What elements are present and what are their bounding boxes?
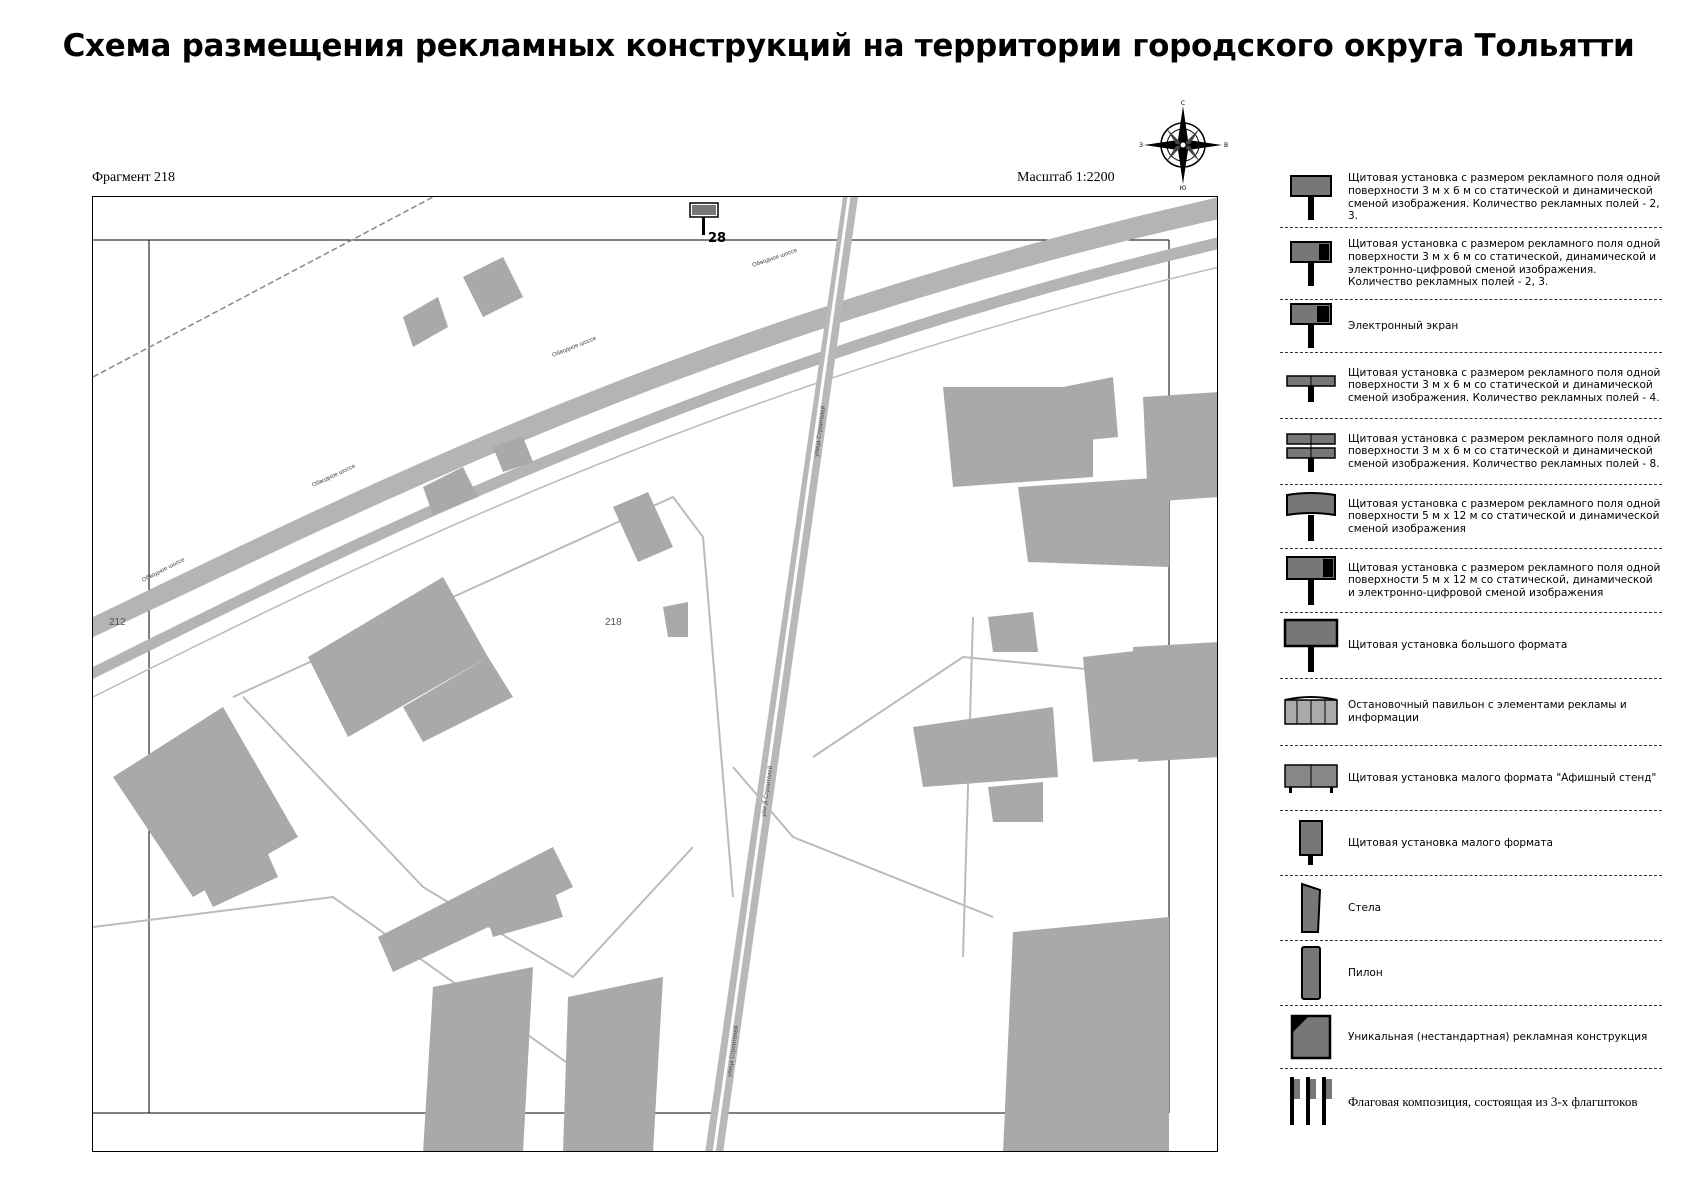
map-title: Схема размещения рекламных конструкций н… bbox=[62, 28, 1635, 64]
legend-item: Электронный экран bbox=[1280, 300, 1662, 353]
billboard-3x6-icon bbox=[1290, 174, 1332, 220]
bus-stop-pavilion-icon bbox=[1284, 696, 1338, 725]
street-label-obvodnoe-3: Обводное шоссе bbox=[311, 463, 357, 489]
flag-composition-icon bbox=[1290, 1077, 1332, 1125]
compass-east-label: В bbox=[1224, 142, 1228, 149]
legend-item: Уникальная (нестандартная) рекламная кон… bbox=[1280, 1006, 1662, 1069]
legend-text: Электронный экран bbox=[1348, 319, 1459, 332]
legend-text: Щитовая установка с размером рекламного … bbox=[1348, 366, 1661, 404]
large-format-icon bbox=[1283, 618, 1339, 672]
legend-item: Щитовая установка с размером рекламного … bbox=[1280, 168, 1662, 228]
legend-text: Щитовая установка с размером рекламного … bbox=[1348, 497, 1661, 535]
marker-number: 28 bbox=[708, 231, 726, 246]
legend-text: Остановочный павильон с элементами рекла… bbox=[1348, 699, 1627, 724]
building-group bbox=[113, 257, 1217, 1151]
legend: Щитовая установка с размером рекламного … bbox=[1280, 168, 1662, 1133]
legend-item: Щитовая установка с размером рекламного … bbox=[1280, 228, 1662, 300]
legend-text: Щитовая установка с размером рекламного … bbox=[1348, 172, 1661, 223]
legend-item: Флаговая композиция, состоящая из 3-х фл… bbox=[1280, 1069, 1662, 1133]
legend-text: Щитовая установка малого формата bbox=[1348, 836, 1553, 849]
billboard-5x12-icon bbox=[1286, 491, 1336, 541]
compass-rose-icon: С Ю В З bbox=[1139, 100, 1228, 190]
electronic-screen-icon bbox=[1290, 303, 1332, 348]
compass-north-label: С bbox=[1181, 100, 1185, 107]
poster-stand-icon bbox=[1284, 764, 1338, 793]
billboard-marker[interactable] bbox=[689, 202, 719, 235]
legend-item: Пилон bbox=[1280, 941, 1662, 1006]
stele-icon bbox=[1301, 882, 1322, 933]
legend-text: Щитовая установка малого формата "Афишны… bbox=[1348, 771, 1657, 784]
legend-item: Остановочный павильон с элементами рекла… bbox=[1280, 679, 1662, 746]
unique-construction-icon bbox=[1290, 1014, 1332, 1060]
legend-item: Щитовая установка малого формата bbox=[1280, 811, 1662, 876]
pylon-icon bbox=[1301, 946, 1321, 1000]
legend-item: Щитовая установка большого формата bbox=[1280, 613, 1662, 679]
legend-text: Щитовая установка с размером рекламного … bbox=[1348, 561, 1661, 599]
legend-text: Щитовая установка с размером рекламного … bbox=[1348, 432, 1661, 470]
street-label-obvodnoe-2: Обводное шоссе bbox=[552, 335, 599, 358]
highway-road bbox=[93, 197, 1217, 637]
scale-label: Масштаб 1:2200 bbox=[1017, 170, 1115, 185]
legend-text: Щитовая установка большого формата bbox=[1348, 639, 1568, 652]
compass-west-label: З bbox=[1139, 142, 1143, 149]
billboard-5x12-digital-icon bbox=[1286, 555, 1336, 605]
legend-text: Уникальная (нестандартная) рекламная кон… bbox=[1348, 1030, 1648, 1043]
street-label-obvodnoe-1: Обводное шоссе bbox=[752, 248, 799, 269]
billboard-4-fields-icon bbox=[1286, 374, 1336, 402]
legend-text: Флаговая композиция, состоящая из 3-х фл… bbox=[1348, 1093, 1638, 1109]
small-format-icon bbox=[1299, 820, 1323, 865]
legend-text: Пилон bbox=[1348, 966, 1383, 979]
legend-text: Стела bbox=[1348, 901, 1382, 914]
billboard-8-fields-icon bbox=[1286, 432, 1336, 472]
legend-item: Щитовая установка с размером рекламного … bbox=[1280, 485, 1662, 549]
map-canvas: Обводное шоссе Обводное шоссе Обводное ш… bbox=[93, 197, 1217, 1151]
block-label-218: 218 bbox=[605, 617, 622, 628]
fragment-label: Фрагмент 218 bbox=[92, 170, 176, 185]
legend-item: Стела bbox=[1280, 876, 1662, 941]
billboard-3x6-digital-icon bbox=[1290, 240, 1332, 286]
compass-south-label: Ю bbox=[1180, 185, 1187, 190]
legend-item: Щитовая установка с размером рекламного … bbox=[1280, 419, 1662, 485]
block-label-212: 212 bbox=[109, 617, 126, 628]
legend-text: Щитовая установка с размером рекламного … bbox=[1348, 238, 1661, 289]
legend-item: Щитовая установка с размером рекламного … bbox=[1280, 353, 1662, 419]
legend-item: Щитовая установка малого формата "Афишны… bbox=[1280, 746, 1662, 811]
map-frame[interactable]: Обводное шоссе Обводное шоссе Обводное ш… bbox=[92, 196, 1218, 1152]
legend-item: Щитовая установка с размером рекламного … bbox=[1280, 549, 1662, 613]
